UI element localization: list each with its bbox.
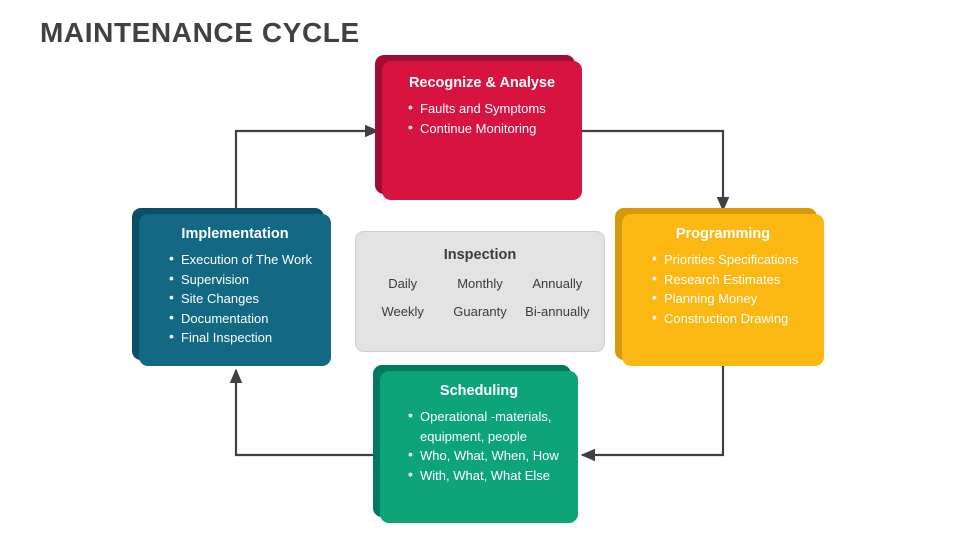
list-item: With, What, What Else: [408, 465, 568, 486]
list-item: Supervision: [169, 269, 321, 290]
node-inspection[interactable]: Inspection Daily Monthly Annually Weekly…: [355, 231, 605, 352]
list-item: Research Estimates: [652, 269, 814, 290]
node-face: Programming Priorities Specifications Re…: [622, 214, 824, 366]
node-recognize-and-analyse[interactable]: Recognize & Analyse Faults and Symptoms …: [375, 55, 582, 200]
list-item: Who, What, When, How: [408, 445, 568, 466]
list-item: Planning Money: [652, 288, 814, 309]
page-title: MAINTENANCE CYCLE: [40, 17, 360, 48]
list-item: Final Inspection: [169, 327, 321, 348]
inspection-cell-monthly: Monthly: [457, 276, 503, 291]
inspection-cell-annually: Annually: [532, 276, 583, 291]
list-item: Execution of The Work: [169, 249, 321, 270]
edge-implementation-to-recognize: [234, 124, 380, 214]
node-programming[interactable]: Programming Priorities Specifications Re…: [615, 208, 824, 366]
inspection-cell-weekly: Weekly: [381, 304, 424, 319]
inspection-cell-bi-annually: Bi-annually: [525, 304, 590, 319]
list-item: Priorities Specifications: [652, 249, 814, 270]
node-bullet-list: Priorities Specifications Research Estim…: [632, 249, 814, 329]
node-title: Scheduling: [439, 383, 519, 399]
inspection-grid: Daily Monthly Annually Weekly Guaranty B…: [356, 276, 604, 319]
list-item: Documentation: [169, 308, 321, 329]
node-face: Recognize & Analyse Faults and Symptoms …: [382, 61, 582, 200]
edge-programming-to-scheduling: [580, 366, 725, 462]
node-bullet-list: Operational -materials, equipment, peopl…: [390, 406, 568, 486]
node-title: Implementation: [181, 226, 289, 242]
inspection-cell-guaranty: Guaranty: [453, 304, 507, 319]
edge-recognize-to-programming: [582, 129, 730, 212]
node-title: Inspection: [443, 247, 517, 263]
list-item: Faults and Symptoms: [408, 98, 572, 119]
node-face: Scheduling Operational -materials, equip…: [380, 371, 578, 523]
node-bullet-list: Faults and Symptoms Continue Monitoring: [392, 98, 572, 139]
node-scheduling[interactable]: Scheduling Operational -materials, equip…: [373, 365, 578, 523]
list-item: Operational -materials, equipment, peopl…: [408, 406, 568, 446]
edge-scheduling-to-implementation: [229, 368, 380, 457]
node-bullet-list: Execution of The Work Supervision Site C…: [149, 249, 321, 348]
list-item: Construction Drawing: [652, 308, 814, 329]
node-implementation[interactable]: Implementation Execution of The Work Sup…: [132, 208, 331, 366]
inspection-cell-daily: Daily: [388, 276, 418, 291]
list-item: Continue Monitoring: [408, 118, 572, 139]
node-face: Implementation Execution of The Work Sup…: [139, 214, 331, 366]
node-title: Programming: [675, 226, 771, 242]
list-item: Site Changes: [169, 288, 321, 309]
node-title: Recognize & Analyse: [408, 75, 556, 91]
